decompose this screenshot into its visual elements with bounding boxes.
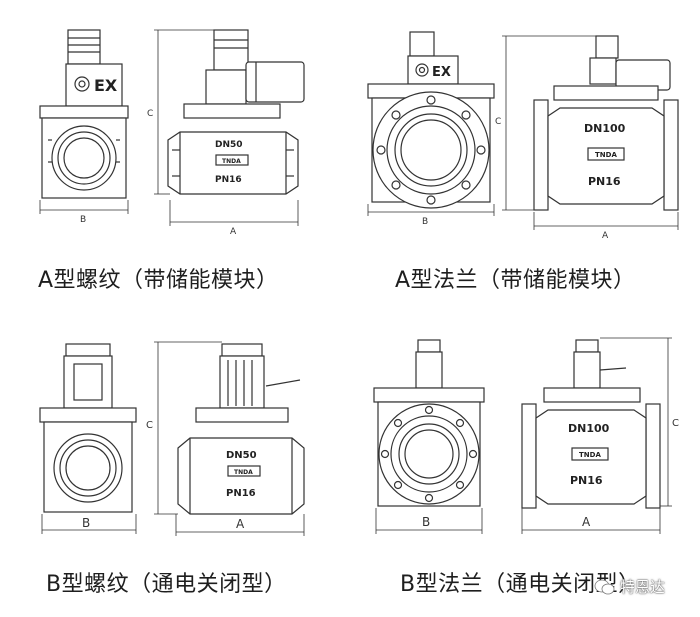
ex-mark: EX — [432, 65, 451, 80]
side-view: DN100 TNDA PN16 — [521, 339, 661, 509]
panel-b-flange: DN100 TNDA PN16 B A C B型法兰（通电关闭型） — [350, 308, 700, 617]
dim-c-label: C — [495, 117, 501, 127]
pn-label: PN16 — [588, 175, 621, 188]
caption: A型法兰（带储能模块） — [395, 268, 636, 293]
dim-b-label: B — [422, 217, 428, 227]
dn-label: DN50 — [215, 140, 243, 150]
watermark: 特恩达 — [594, 576, 665, 597]
dim-a-label: A — [602, 231, 609, 241]
brand-plate: TNDA — [222, 158, 241, 165]
wechat-icon — [594, 579, 615, 594]
dn-label: DN100 — [584, 122, 626, 135]
front-view — [39, 343, 137, 513]
panel-b-thread: DN50 TNDA PN16 B A C B型螺纹（通电关闭型） — [0, 308, 350, 617]
dn-label: DN100 — [568, 422, 610, 435]
dim-c-label: C — [672, 418, 679, 429]
dim-a-label: A — [230, 227, 237, 237]
pn-label: PN16 — [215, 175, 242, 185]
drawing-a-thread: EX DN50 TNDA PN16 — [39, 29, 305, 237]
dim-b-label: B — [80, 215, 86, 225]
drawing-b-flange: DN100 TNDA PN16 B A C — [373, 337, 679, 534]
panel-a-thread: EX DN50 TNDA PN16 — [0, 0, 350, 300]
dimension-lines — [41, 341, 305, 536]
dim-a-label: A — [236, 517, 245, 531]
dim-b-label: B — [82, 516, 90, 530]
dimension-lines — [39, 29, 299, 226]
dim-c-label: C — [146, 420, 153, 431]
dim-b-label: B — [422, 515, 430, 529]
brand-plate: TNDA — [579, 451, 601, 459]
caption: A型螺纹（带储能模块） — [38, 268, 279, 293]
panel-a-flange: EX DN100 TNDA PN16 B — [350, 0, 700, 300]
ex-mark: EX — [94, 76, 118, 95]
dn-label: DN50 — [226, 450, 257, 461]
dimension-lines — [375, 337, 672, 534]
pn-label: PN16 — [570, 474, 603, 487]
pn-label: PN16 — [226, 488, 256, 499]
side-view: DN50 TNDA PN16 — [177, 343, 305, 515]
dim-a-label: A — [582, 515, 591, 529]
brand-plate: TNDA — [234, 469, 253, 476]
dimension-lines — [367, 35, 679, 230]
drawing-b-thread: DN50 TNDA PN16 B A C — [39, 341, 305, 536]
side-view: DN50 TNDA PN16 — [167, 29, 305, 195]
front-view — [373, 339, 485, 507]
drawing-a-flange: EX DN100 TNDA PN16 B — [367, 31, 679, 241]
front-view: EX — [367, 31, 495, 209]
brand-plate: TNDA — [595, 151, 617, 159]
watermark-text: 特恩达 — [620, 578, 666, 596]
dim-c-label: C — [147, 109, 153, 119]
side-view: DN100 TNDA PN16 — [533, 35, 679, 211]
caption: B型螺纹（通电关闭型） — [46, 572, 287, 597]
front-view: EX — [39, 29, 129, 199]
